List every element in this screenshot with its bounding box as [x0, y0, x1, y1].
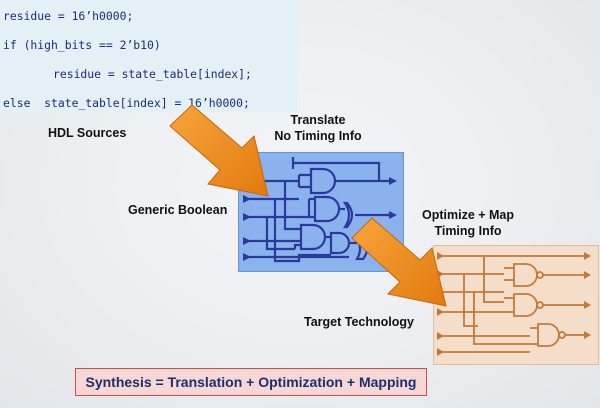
translate-label: Translate No Timing Info	[273, 113, 363, 143]
generic-circuit-schematic	[243, 157, 397, 263]
translate-arrow	[169, 104, 269, 197]
code-line-4: else state_table[index] = 16’h0000;	[3, 96, 250, 110]
hdl-code-block: residue = 16’h0000; if (high_bits == 2’b…	[0, 0, 297, 112]
target-circuit-schematic	[437, 252, 591, 356]
no-timing-info-label: No Timing Info	[274, 129, 362, 143]
timing-info-label: Timing Info	[434, 224, 502, 238]
generic-boolean-label: Generic Boolean	[128, 203, 228, 217]
optimize-map-arrow	[351, 217, 447, 307]
optimize-map-title: Optimize + Map	[421, 208, 515, 222]
code-line-2: if (high_bits == 2’b10)	[3, 38, 161, 52]
code-line-1: residue = 16’h0000;	[3, 9, 134, 23]
optimize-map-label: Optimize + Map Timing Info	[406, 208, 530, 238]
code-line-3: residue = state_table[index];	[53, 67, 252, 81]
target-technology-label: Target Technology	[304, 315, 414, 329]
translate-title: Translate	[290, 113, 346, 127]
synthesis-formula-box: Synthesis = Translation + Optimization +…	[75, 368, 427, 396]
synthesis-formula: Synthesis = Translation + Optimization +…	[85, 374, 417, 390]
hdl-sources-label: HDL Sources	[48, 126, 127, 140]
target-technology-circuit	[433, 245, 599, 365]
